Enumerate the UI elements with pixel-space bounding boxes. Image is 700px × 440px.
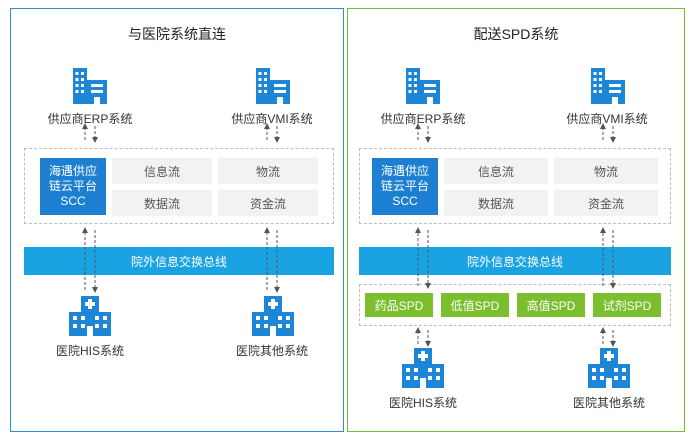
spd-high-value: 高值SPD bbox=[517, 293, 585, 317]
hospital-icon bbox=[588, 348, 630, 388]
flow-information: 信息流 bbox=[444, 158, 548, 184]
panel-direct-connection bbox=[10, 8, 344, 432]
spd-reagent: 试剂SPD bbox=[593, 293, 661, 317]
panel-title-direct: 与医院系统直连 bbox=[128, 26, 226, 42]
hospital-other-label: 医院其他系统 bbox=[572, 396, 645, 410]
panel-title-spd: 配送SPD系统 bbox=[473, 26, 559, 42]
supplier-vmi-label: 供应商VMI系统 bbox=[566, 112, 648, 126]
supplier-erp-label: 供应商ERP系统 bbox=[47, 112, 133, 126]
external-exchange-bus: 院外信息交换总线 bbox=[24, 247, 334, 275]
flow-logistics: 物流 bbox=[554, 158, 658, 184]
hospital-icon bbox=[252, 296, 294, 336]
spd-drug: 药品SPD bbox=[365, 293, 433, 317]
hospital-his-label: 医院HIS系统 bbox=[55, 344, 124, 358]
scc-platform-label: 海遇供应链云平台SCC bbox=[380, 164, 429, 208]
building-icon bbox=[73, 68, 107, 104]
scc-platform-label: 海遇供应链云平台SCC bbox=[48, 164, 97, 208]
scc-platform: 海遇供应链云平台SCC bbox=[372, 158, 438, 215]
flow-logistics: 物流 bbox=[218, 158, 318, 184]
supplier-vmi-label: 供应商VMI系统 bbox=[231, 112, 313, 126]
platform-group bbox=[24, 148, 334, 224]
spd-low-value: 低值SPD bbox=[441, 293, 509, 317]
hospital-icon bbox=[69, 296, 111, 336]
flow-capital: 资金流 bbox=[554, 190, 658, 216]
platform-group bbox=[359, 148, 671, 224]
flow-data: 数据流 bbox=[112, 190, 212, 216]
flow-capital: 资金流 bbox=[218, 190, 318, 216]
spd-group bbox=[359, 284, 671, 326]
building-icon bbox=[406, 68, 440, 104]
external-exchange-bus: 院外信息交换总线 bbox=[359, 247, 671, 275]
scc-platform: 海遇供应链云平台SCC bbox=[40, 158, 106, 215]
supplier-erp-label: 供应商ERP系统 bbox=[380, 112, 466, 126]
flow-information: 信息流 bbox=[112, 158, 212, 184]
flow-data: 数据流 bbox=[444, 190, 548, 216]
building-icon bbox=[256, 68, 290, 104]
hospital-icon bbox=[402, 348, 444, 388]
building-icon bbox=[591, 68, 625, 104]
hospital-other-label: 医院其他系统 bbox=[235, 344, 308, 358]
hospital-his-label: 医院HIS系统 bbox=[388, 396, 457, 410]
panel-spd-delivery bbox=[347, 8, 685, 432]
